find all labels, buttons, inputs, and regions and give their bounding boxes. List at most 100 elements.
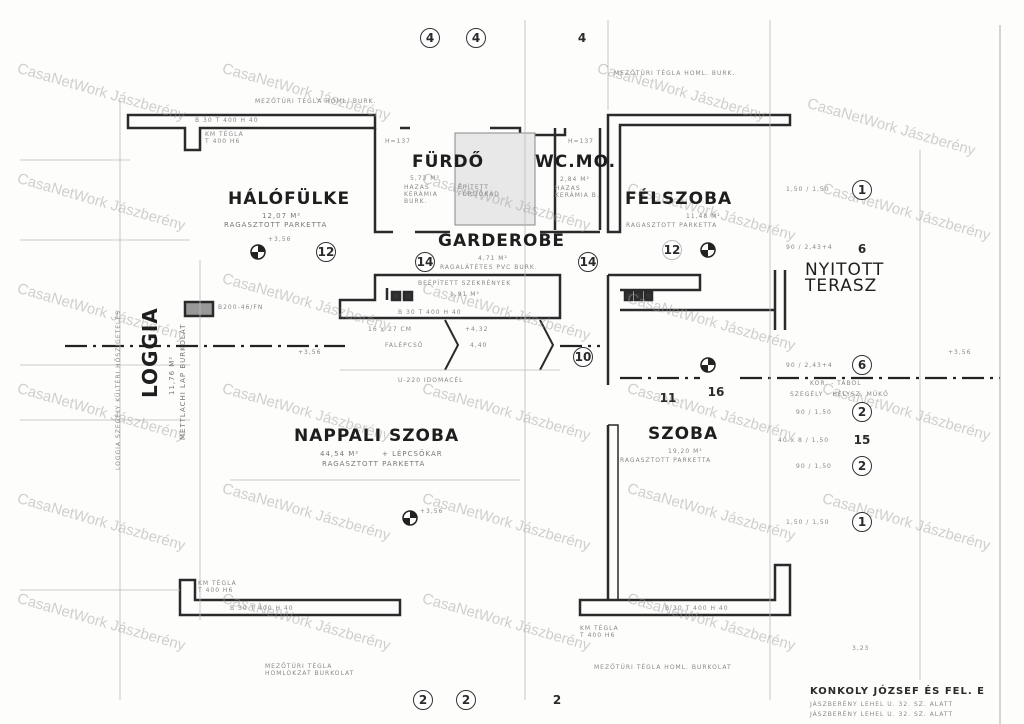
height-note: H=137 (568, 138, 594, 145)
room-garderobe-name: GARDEROBE (438, 231, 566, 251)
room-garderobe-floor: RAGALÁTÉTES PVC BURK. (440, 264, 538, 271)
dimension: 90 / 1,50 (796, 409, 832, 416)
marker: 1 (852, 180, 872, 200)
wall-spec: KM TÉGLA T 400 H6 (205, 131, 244, 145)
marker: 4 (577, 31, 587, 45)
level-marker-fill (251, 245, 265, 259)
wall-spec: B 30 T 400 H 40 (398, 309, 462, 316)
room-szoba-name: SZOBA (648, 424, 719, 444)
stairs-height: 4,40 (470, 342, 488, 349)
room-garderobe-area: 4,71 M² (478, 255, 508, 262)
closet-shelf (623, 290, 634, 302)
marker: 16 (707, 385, 725, 399)
wall-inner-line (608, 424, 619, 600)
room-halofulke-area: 12,07 M² (262, 212, 302, 220)
wall-bottom-left (178, 578, 402, 617)
marker: 10 (573, 347, 593, 367)
closet-shelf (390, 290, 402, 302)
marker: 14 (578, 252, 598, 272)
beam-label: U-220 IDOMACÉL (398, 377, 464, 384)
room-nappali-floor: RAGASZTOTT PARKETTA (322, 460, 426, 468)
facade-note: MEZŐTÚRI TÉGLA HOML. BURK. (255, 98, 377, 105)
dimension: 1,50 / 1,50 (786, 519, 830, 526)
marker: 4 (466, 28, 486, 48)
wall-closet (338, 273, 562, 320)
room-wc-floor: HAZAS KERÁMIA B. (555, 185, 600, 199)
stairs-height: +4,32 (465, 326, 489, 333)
dimension: 1,50 / 1,50 (786, 186, 830, 193)
marker: 14 (415, 252, 435, 272)
title-line-3: JÁSZBERÉNY LEHEL U. 32. SZ. ALATT (810, 711, 954, 718)
marker: 6 (852, 355, 872, 375)
closet-shelf (633, 290, 644, 302)
title-line-2: JÁSZBERÉNY LEHEL U. 32. SZ. ALATT (810, 701, 954, 708)
level-marker-fill (403, 511, 417, 525)
facade-note: MEZŐTÚRI TÉGLA HOML. BURKOLAT (594, 664, 732, 671)
room-furdo-bathtub: ÉPÍTETT FÜRDŐKÁD (458, 184, 500, 198)
room-furdo-floor: HAZAS KERÁMIA BURK. (404, 184, 438, 205)
room-nappali-area: 44,54 M² (320, 450, 360, 458)
room-loggia-floor: METTLACHI LAP BURKOLAT (179, 323, 187, 440)
dimension: 90 / 2,43+4 (786, 244, 833, 251)
marker: 2 (552, 693, 562, 707)
closet-area: 1,91 M² (450, 291, 480, 298)
room-nappali-name: NAPPALI SZOBA (294, 426, 460, 446)
marker: 11 (659, 391, 677, 405)
wall-spec: B 30 T 400 H 40 (195, 117, 259, 124)
room-felszoba-name: FÉLSZOBA (625, 189, 733, 209)
chimney (183, 300, 215, 318)
room-felszoba-floor: RAGASZTOTT PARKETTA (626, 222, 718, 229)
dimension: 40 x 8 / 1,50 (778, 437, 830, 444)
level-label: +3,56 (268, 236, 292, 243)
marker: 2 (413, 690, 433, 710)
room-wc-area: 2,84 M² (560, 176, 590, 183)
facade-note: MEZŐTÚRI TÉGLA HOML. BURK. (614, 70, 736, 77)
wall-spec: KM TÉGLA T 400 H6 (580, 625, 619, 639)
wall-spec: KM TÉGLA T 400 H6 (198, 580, 237, 594)
terrace-note: SZEGÉLY - HELYSZ. MŰKŐ (790, 391, 889, 398)
chimney-label: B200-46/FN (218, 304, 264, 311)
marker: 4 (420, 28, 440, 48)
marker: 2 (852, 402, 872, 422)
bathtub (454, 132, 536, 226)
room-wc-name: WC.MO. (535, 152, 617, 172)
wall-top-left (126, 113, 377, 152)
room-szoba-area: 19,20 M² (668, 448, 703, 455)
room-terasz-name: NYITOTT TERASZ (805, 260, 885, 296)
marker: 6 (857, 242, 867, 256)
facade-note: MEZŐTÚRI TÉGLA HOMLOKZAT BURKOLAT (265, 663, 355, 677)
level-label: +3,56 (298, 349, 322, 356)
marker: 15 (853, 433, 871, 447)
height-note: H=137 (385, 138, 411, 145)
axis-line (65, 344, 1000, 380)
stair-symbol (444, 319, 555, 371)
closet-label: BEÉPÍTETT SZEKRÉNYEK (418, 280, 512, 287)
wall-right-middle (606, 270, 787, 385)
room-halofulke-name: HÁLÓFÜLKE (228, 189, 351, 209)
stairs-label: FALÉPCSŐ (385, 342, 424, 349)
wall-spec: B 30 T 400 H 40 (230, 605, 294, 612)
wall-spec: B 30 T 400 H 40 (665, 605, 729, 612)
level-label: +3,56 (948, 349, 972, 356)
dimension: 3,23 (852, 645, 870, 652)
dimension: 90 / 2,43+4 (786, 362, 833, 369)
marker: 2 (852, 456, 872, 476)
room-szoba-floor: RAGASZTOTT PARKETTA (620, 457, 712, 464)
terrace-note: KOR. - TÁBOL (810, 380, 862, 387)
stairs-size: 16 x 27 CM (368, 326, 412, 333)
room-furdo-name: FÜRDŐ (412, 152, 485, 172)
room-loggia-area: 11,76 M² (168, 355, 176, 395)
dimension: 90 / 1,50 (796, 463, 832, 470)
marker: 12 (316, 242, 336, 262)
level-marker-fill (701, 243, 715, 257)
room-felszoba-area: 11,48 M² (686, 213, 721, 220)
closet-shelf (402, 290, 414, 302)
level-label: +3,56 (420, 508, 444, 515)
wall-bottom-right (578, 425, 792, 617)
marker: 2 (456, 690, 476, 710)
room-loggia-name: LOGGIA (138, 307, 162, 398)
level-marker-fill (701, 358, 715, 372)
marker: 1 (852, 512, 872, 532)
room-halofulke-floor: RAGASZTOTT PARKETTA (224, 221, 328, 229)
